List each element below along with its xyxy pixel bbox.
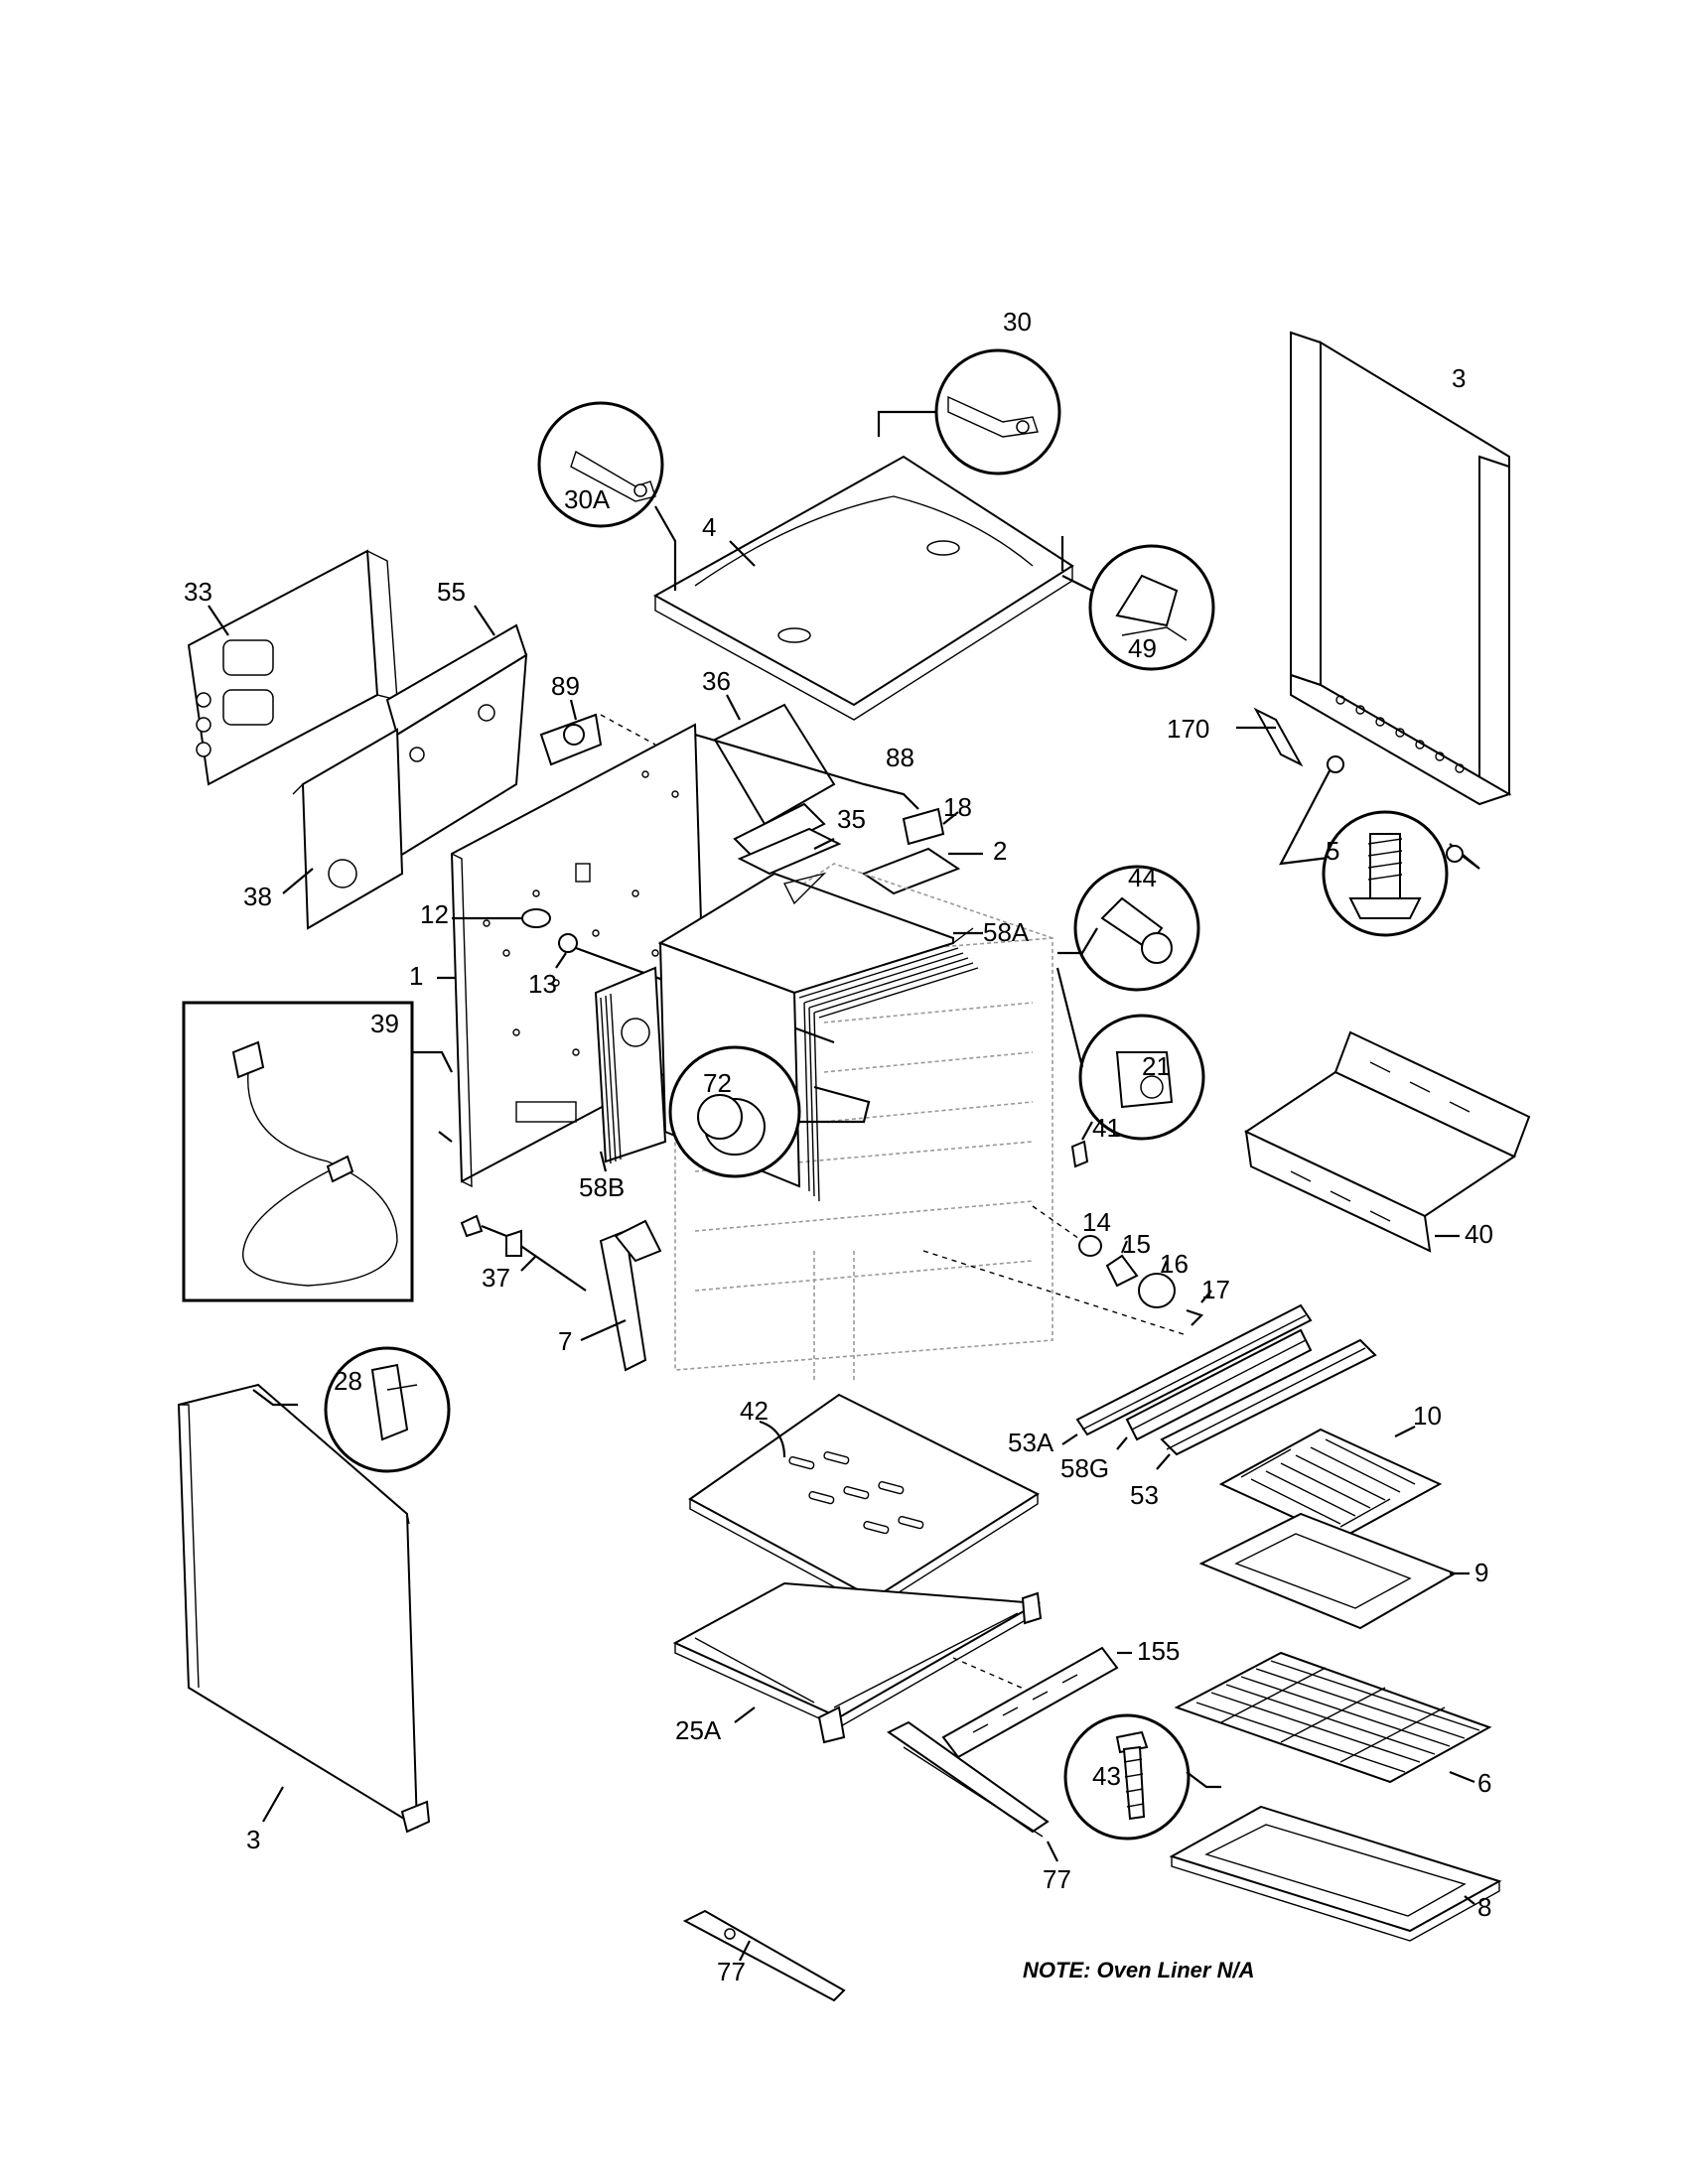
label-43: 43 (1092, 1761, 1121, 1791)
callout-5 (1322, 810, 1449, 937)
side-panel-right-part-3 (1290, 331, 1512, 806)
label-3-bottom: 3 (246, 1825, 260, 1854)
label-28: 28 (334, 1366, 362, 1396)
label-35: 35 (837, 804, 866, 834)
broiler-grid-part-10 (1218, 1428, 1443, 1541)
callout-43 (1063, 1713, 1191, 1841)
label-14: 14 (1082, 1207, 1111, 1237)
label-89: 89 (551, 671, 580, 701)
label-16: 16 (1160, 1249, 1189, 1279)
label-3-top: 3 (1452, 363, 1466, 393)
label-30: 30 (1003, 307, 1032, 337)
label-44: 44 (1128, 863, 1157, 892)
label-33: 33 (184, 577, 212, 607)
panel-part-33 (187, 549, 398, 786)
label-40: 40 (1465, 1219, 1493, 1249)
label-12: 12 (420, 899, 449, 929)
label-58g: 58G (1060, 1453, 1109, 1483)
bracket-part-170 (1253, 707, 1304, 767)
power-cord-part-39 (182, 1001, 414, 1302)
side-panel-left-part-3 (177, 1383, 431, 1834)
label-36: 36 (702, 666, 731, 696)
lamp-cover-part-16 (1138, 1273, 1176, 1308)
label-8: 8 (1477, 1892, 1491, 1922)
bracket-part-41 (1070, 1140, 1089, 1168)
sensor-part-12 (521, 908, 551, 928)
label-39: 39 (370, 1009, 399, 1038)
lamp-clip-part-17 (1186, 1308, 1204, 1326)
label-41: 41 (1092, 1113, 1121, 1143)
label-17: 17 (1201, 1275, 1230, 1304)
rail-part-53 (1160, 1338, 1377, 1456)
bottom-frame-part-25a (672, 1581, 1043, 1744)
part-labels: 30 3 30A 4 49 33 55 89 36 170 88 18 35 2… (184, 307, 1493, 1986)
lamp-bulb-part-15 (1105, 1254, 1139, 1288)
label-58b: 58B (579, 1172, 625, 1202)
note-oven-liner: NOTE: Oven Liner N/A (1023, 1958, 1254, 1982)
label-9: 9 (1474, 1558, 1488, 1587)
vent-part-155 (941, 1646, 1119, 1759)
label-37: 37 (482, 1263, 510, 1293)
trim-part-77-left (682, 1909, 846, 2002)
lamp-socket-part-14 (1078, 1235, 1102, 1257)
label-18: 18 (943, 792, 972, 822)
label-55: 55 (437, 577, 466, 607)
broiler-pan-part-9 (1198, 1512, 1458, 1630)
label-7: 7 (558, 1326, 572, 1356)
drawer-liner-part-8 (1169, 1805, 1502, 1942)
label-1: 1 (409, 961, 423, 991)
shield-part-55 (385, 623, 528, 866)
label-77-left: 77 (717, 1957, 746, 1986)
label-25a: 25A (675, 1715, 722, 1745)
bracket-part-2 (861, 847, 961, 895)
oven-rack-part-6 (1174, 1651, 1492, 1784)
bracket-part-89 (539, 713, 603, 766)
bracket-part-36 (713, 703, 836, 861)
bracket-part-40 (1243, 1030, 1531, 1253)
insulation-part-58b (594, 966, 667, 1164)
trim-part-77-right (887, 1720, 1050, 1838)
label-170: 170 (1167, 714, 1209, 744)
hinge-part-7 (599, 1219, 662, 1372)
callout-30 (934, 348, 1061, 476)
callout-28 (324, 1346, 451, 1473)
sensor-part-37 (460, 1214, 587, 1292)
insulation-part-58g (1125, 1328, 1313, 1441)
rail-part-53a (1075, 1303, 1313, 1436)
label-10: 10 (1413, 1401, 1442, 1431)
label-155: 155 (1137, 1636, 1180, 1666)
bracket-part-35 (737, 827, 842, 876)
label-58a: 58A (983, 917, 1030, 947)
label-2: 2 (993, 836, 1007, 866)
callout-30a (537, 401, 664, 528)
clip-part-18 (902, 807, 945, 846)
callout-44 (1073, 865, 1200, 992)
label-53a: 53A (1008, 1428, 1054, 1457)
label-4: 4 (702, 512, 716, 542)
label-53: 53 (1130, 1480, 1159, 1510)
label-38: 38 (243, 882, 272, 911)
label-49: 49 (1128, 633, 1157, 663)
label-72: 72 (703, 1068, 732, 1098)
callout-72 (668, 1045, 801, 1178)
bottom-panel-part-42 (688, 1393, 1041, 1609)
callout-21 (1078, 1014, 1205, 1141)
label-77-right: 77 (1043, 1864, 1071, 1894)
label-21: 21 (1142, 1051, 1171, 1081)
label-15: 15 (1122, 1229, 1151, 1259)
label-5: 5 (1326, 836, 1339, 866)
label-6: 6 (1477, 1768, 1491, 1798)
shield-part-38 (292, 728, 404, 930)
label-13: 13 (528, 969, 557, 999)
label-42: 42 (740, 1396, 769, 1426)
label-88: 88 (886, 743, 914, 772)
callout-49 (1088, 544, 1215, 671)
top-panel-part-4 (652, 455, 1074, 721)
label-30a: 30A (564, 484, 611, 514)
